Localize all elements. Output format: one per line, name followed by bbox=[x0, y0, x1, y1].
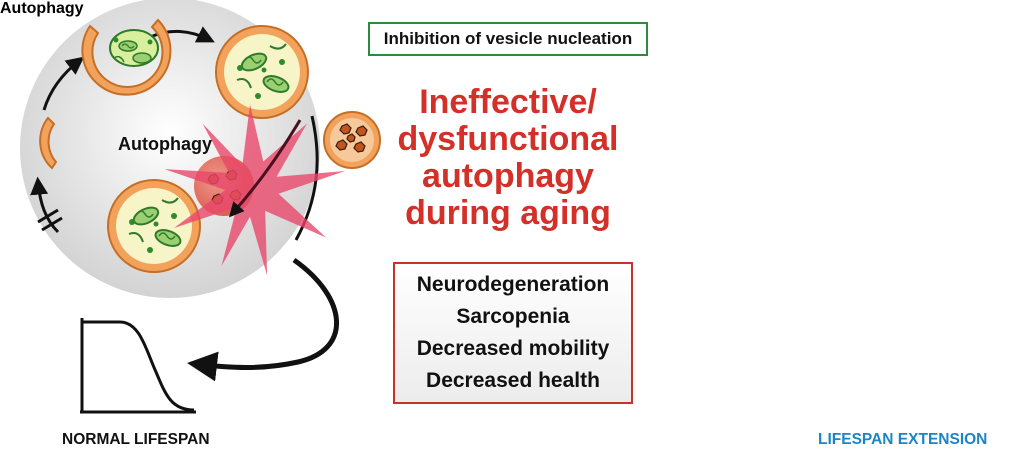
left-autophagosome-bottom bbox=[107, 179, 201, 273]
aging-effects-box: Neurodegeneration Sarcopenia Decreased m… bbox=[393, 262, 633, 404]
left-cycle-arrow-top bbox=[147, 26, 215, 43]
title-line-1: Ineffective/ bbox=[419, 83, 597, 121]
left-cycle-arrow-bottom-left bbox=[30, 176, 60, 234]
left-survival-curve bbox=[82, 320, 195, 412]
lifespan-extension-caption: LIFESPAN EXTENSION bbox=[818, 431, 988, 448]
inhibition-label: Inhibition of vesicle nucleation bbox=[383, 29, 633, 48]
effect-item-neurodegeneration: Neurodegeneration bbox=[416, 273, 610, 296]
left-cycle-arrow-left bbox=[42, 56, 85, 111]
effect-item-sarcopenia: Sarcopenia bbox=[456, 305, 570, 328]
normal-lifespan-caption: NORMAL LIFESPAN bbox=[62, 431, 210, 448]
left-autophagy-label: Autophagy bbox=[118, 134, 212, 154]
effect-item-decreased-health: Decreased health bbox=[426, 369, 600, 392]
left-outcome-arrow bbox=[187, 257, 339, 382]
left-isolation-membrane bbox=[39, 116, 58, 170]
title-line-3: autophagy bbox=[422, 157, 594, 195]
left-autophagy-cycle bbox=[20, 0, 381, 298]
inhibition-label-box: Inhibition of vesicle nucleation bbox=[368, 22, 648, 56]
title-line-2: dysfunctional bbox=[397, 120, 619, 158]
right-autophagy-label: Autophagy bbox=[0, 0, 84, 17]
effect-item-decreased-mobility: Decreased mobility bbox=[416, 337, 610, 360]
left-autophagosome-top bbox=[215, 25, 309, 119]
central-title: Ineffective/ dysfunctional autophagy dur… bbox=[362, 84, 654, 232]
left-survival-curve-plot bbox=[80, 318, 196, 414]
left-dark-arrow-into-burst bbox=[229, 119, 302, 218]
title-line-4: during aging bbox=[405, 194, 611, 232]
left-double-bar-icon bbox=[37, 208, 63, 232]
